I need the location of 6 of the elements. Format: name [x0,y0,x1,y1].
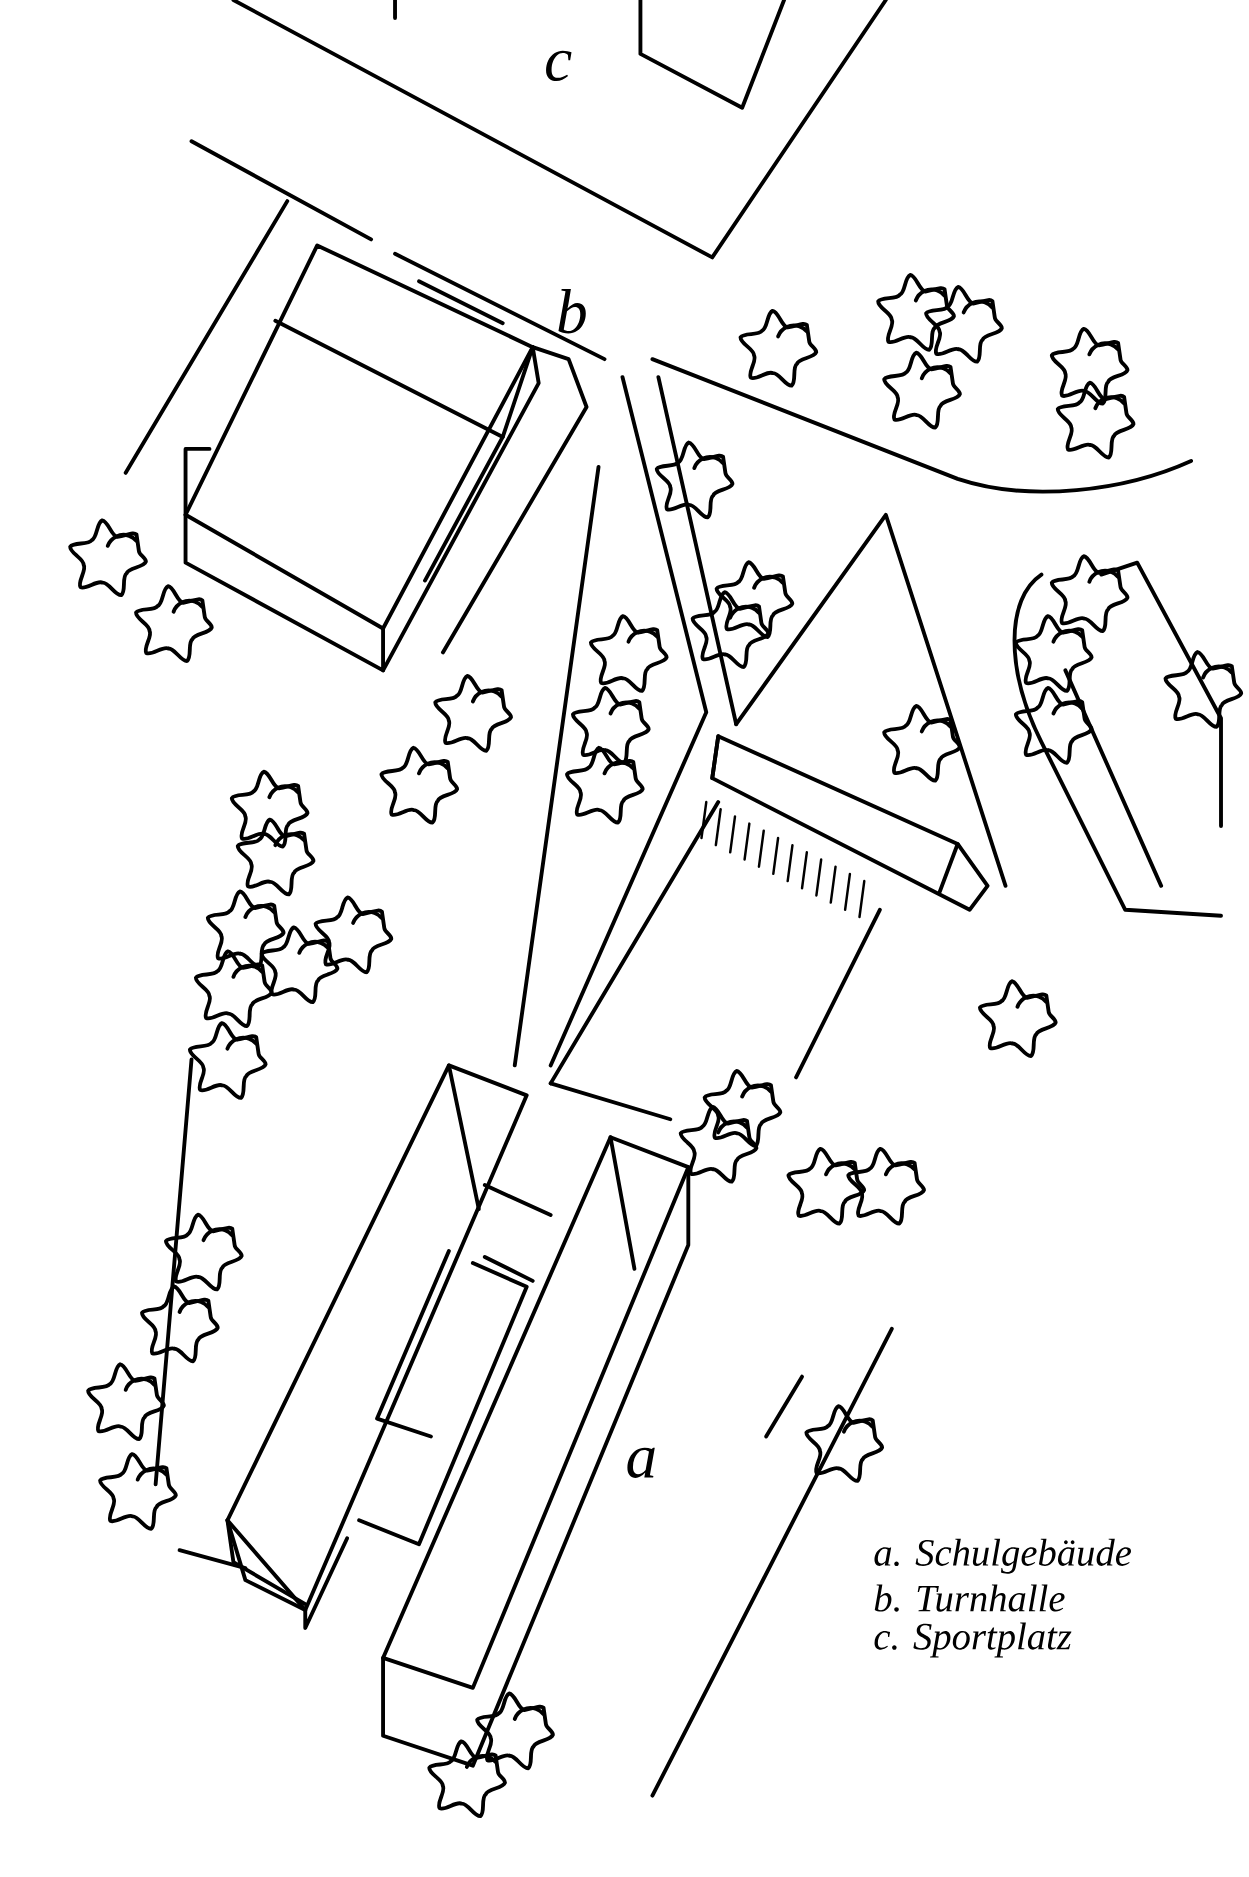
letter-label: a [627,1447,655,1479]
key-text: c. Sportplatz [874,1622,1072,1658]
letter-label: c [546,50,572,82]
key-text: a. Schulgebäude [874,1538,1132,1574]
letter-label: b [558,289,586,334]
key-text: b. Turnhalle [875,1584,1065,1612]
